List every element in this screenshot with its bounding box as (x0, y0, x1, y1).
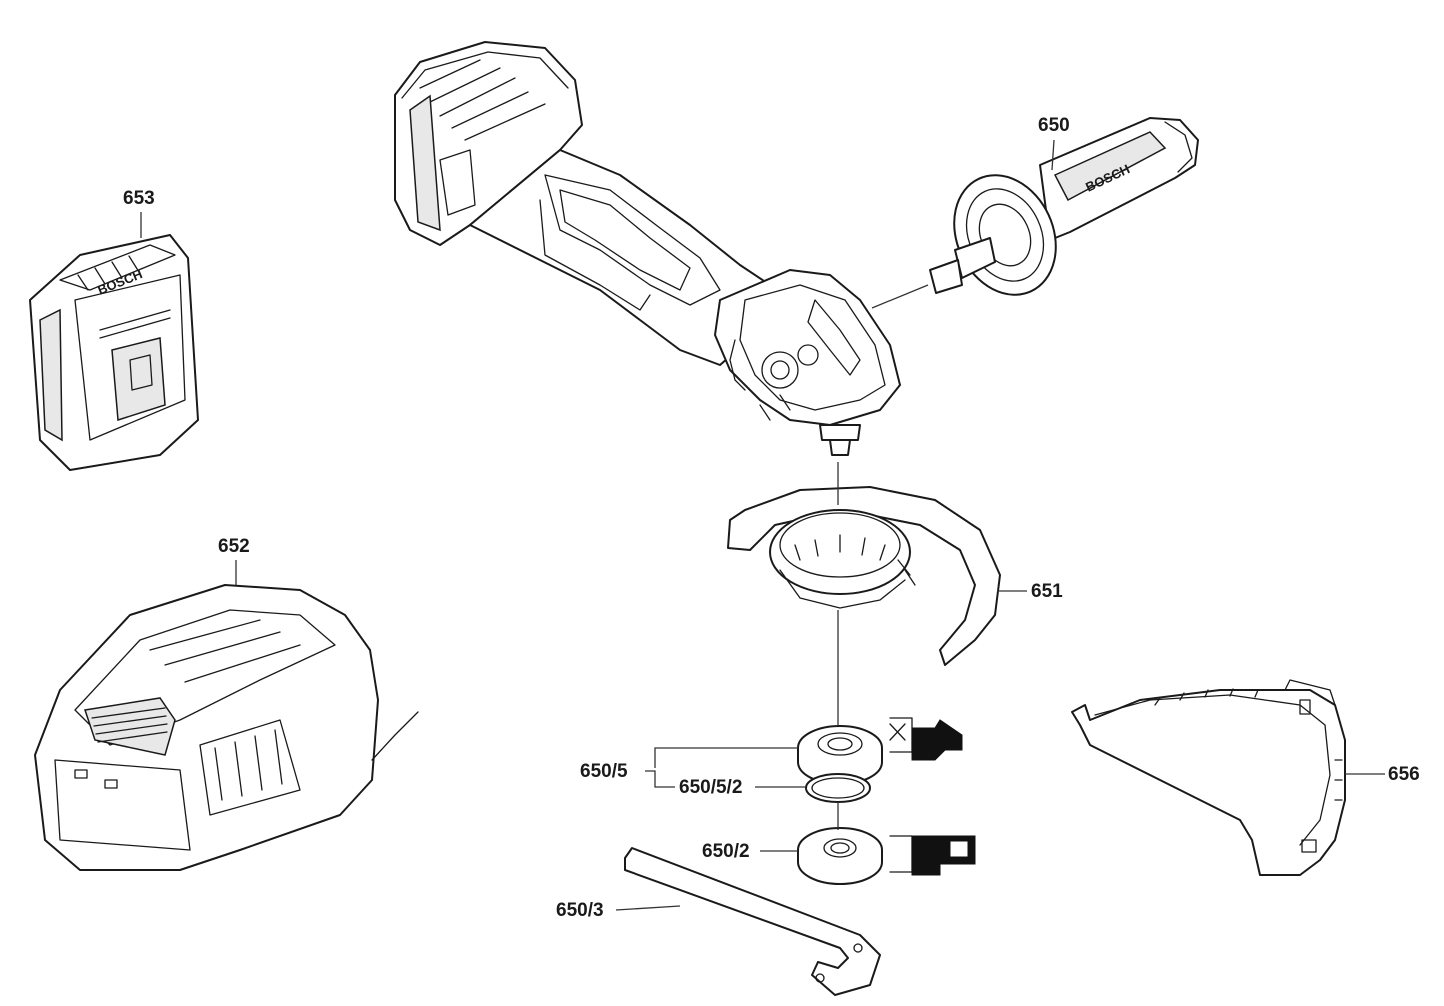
spanner-wrench-650-3 (624, 847, 881, 996)
label-650: 650 (1038, 115, 1070, 136)
wheel-guard-651 (727, 486, 1001, 666)
side-handle-650: BOSCH (929, 117, 1199, 296)
cutting-guard-656 (1071, 679, 1346, 876)
charger-652 (34, 584, 419, 871)
flange-profile-icon (889, 717, 963, 761)
battery-pack-653: BOSCH (29, 234, 199, 471)
nut-profile-icon (889, 835, 976, 876)
label-650-5: 650/5 (580, 761, 628, 782)
label-650-5-2: 650/5/2 (679, 777, 743, 798)
label-650-2: 650/2 (702, 841, 750, 862)
o-ring-650-5-2 (805, 773, 871, 803)
mounting-flange-650-5 (797, 725, 883, 785)
label-651: 651 (1031, 581, 1063, 602)
label-653: 653 (123, 188, 155, 209)
clamping-nut-650-2 (797, 827, 883, 885)
label-652: 652 (218, 536, 250, 557)
label-656: 656 (1388, 764, 1420, 785)
angle-grinder-tool (394, 41, 901, 456)
leader-lines (140, 139, 1385, 911)
label-650-3: 650/3 (556, 900, 604, 921)
